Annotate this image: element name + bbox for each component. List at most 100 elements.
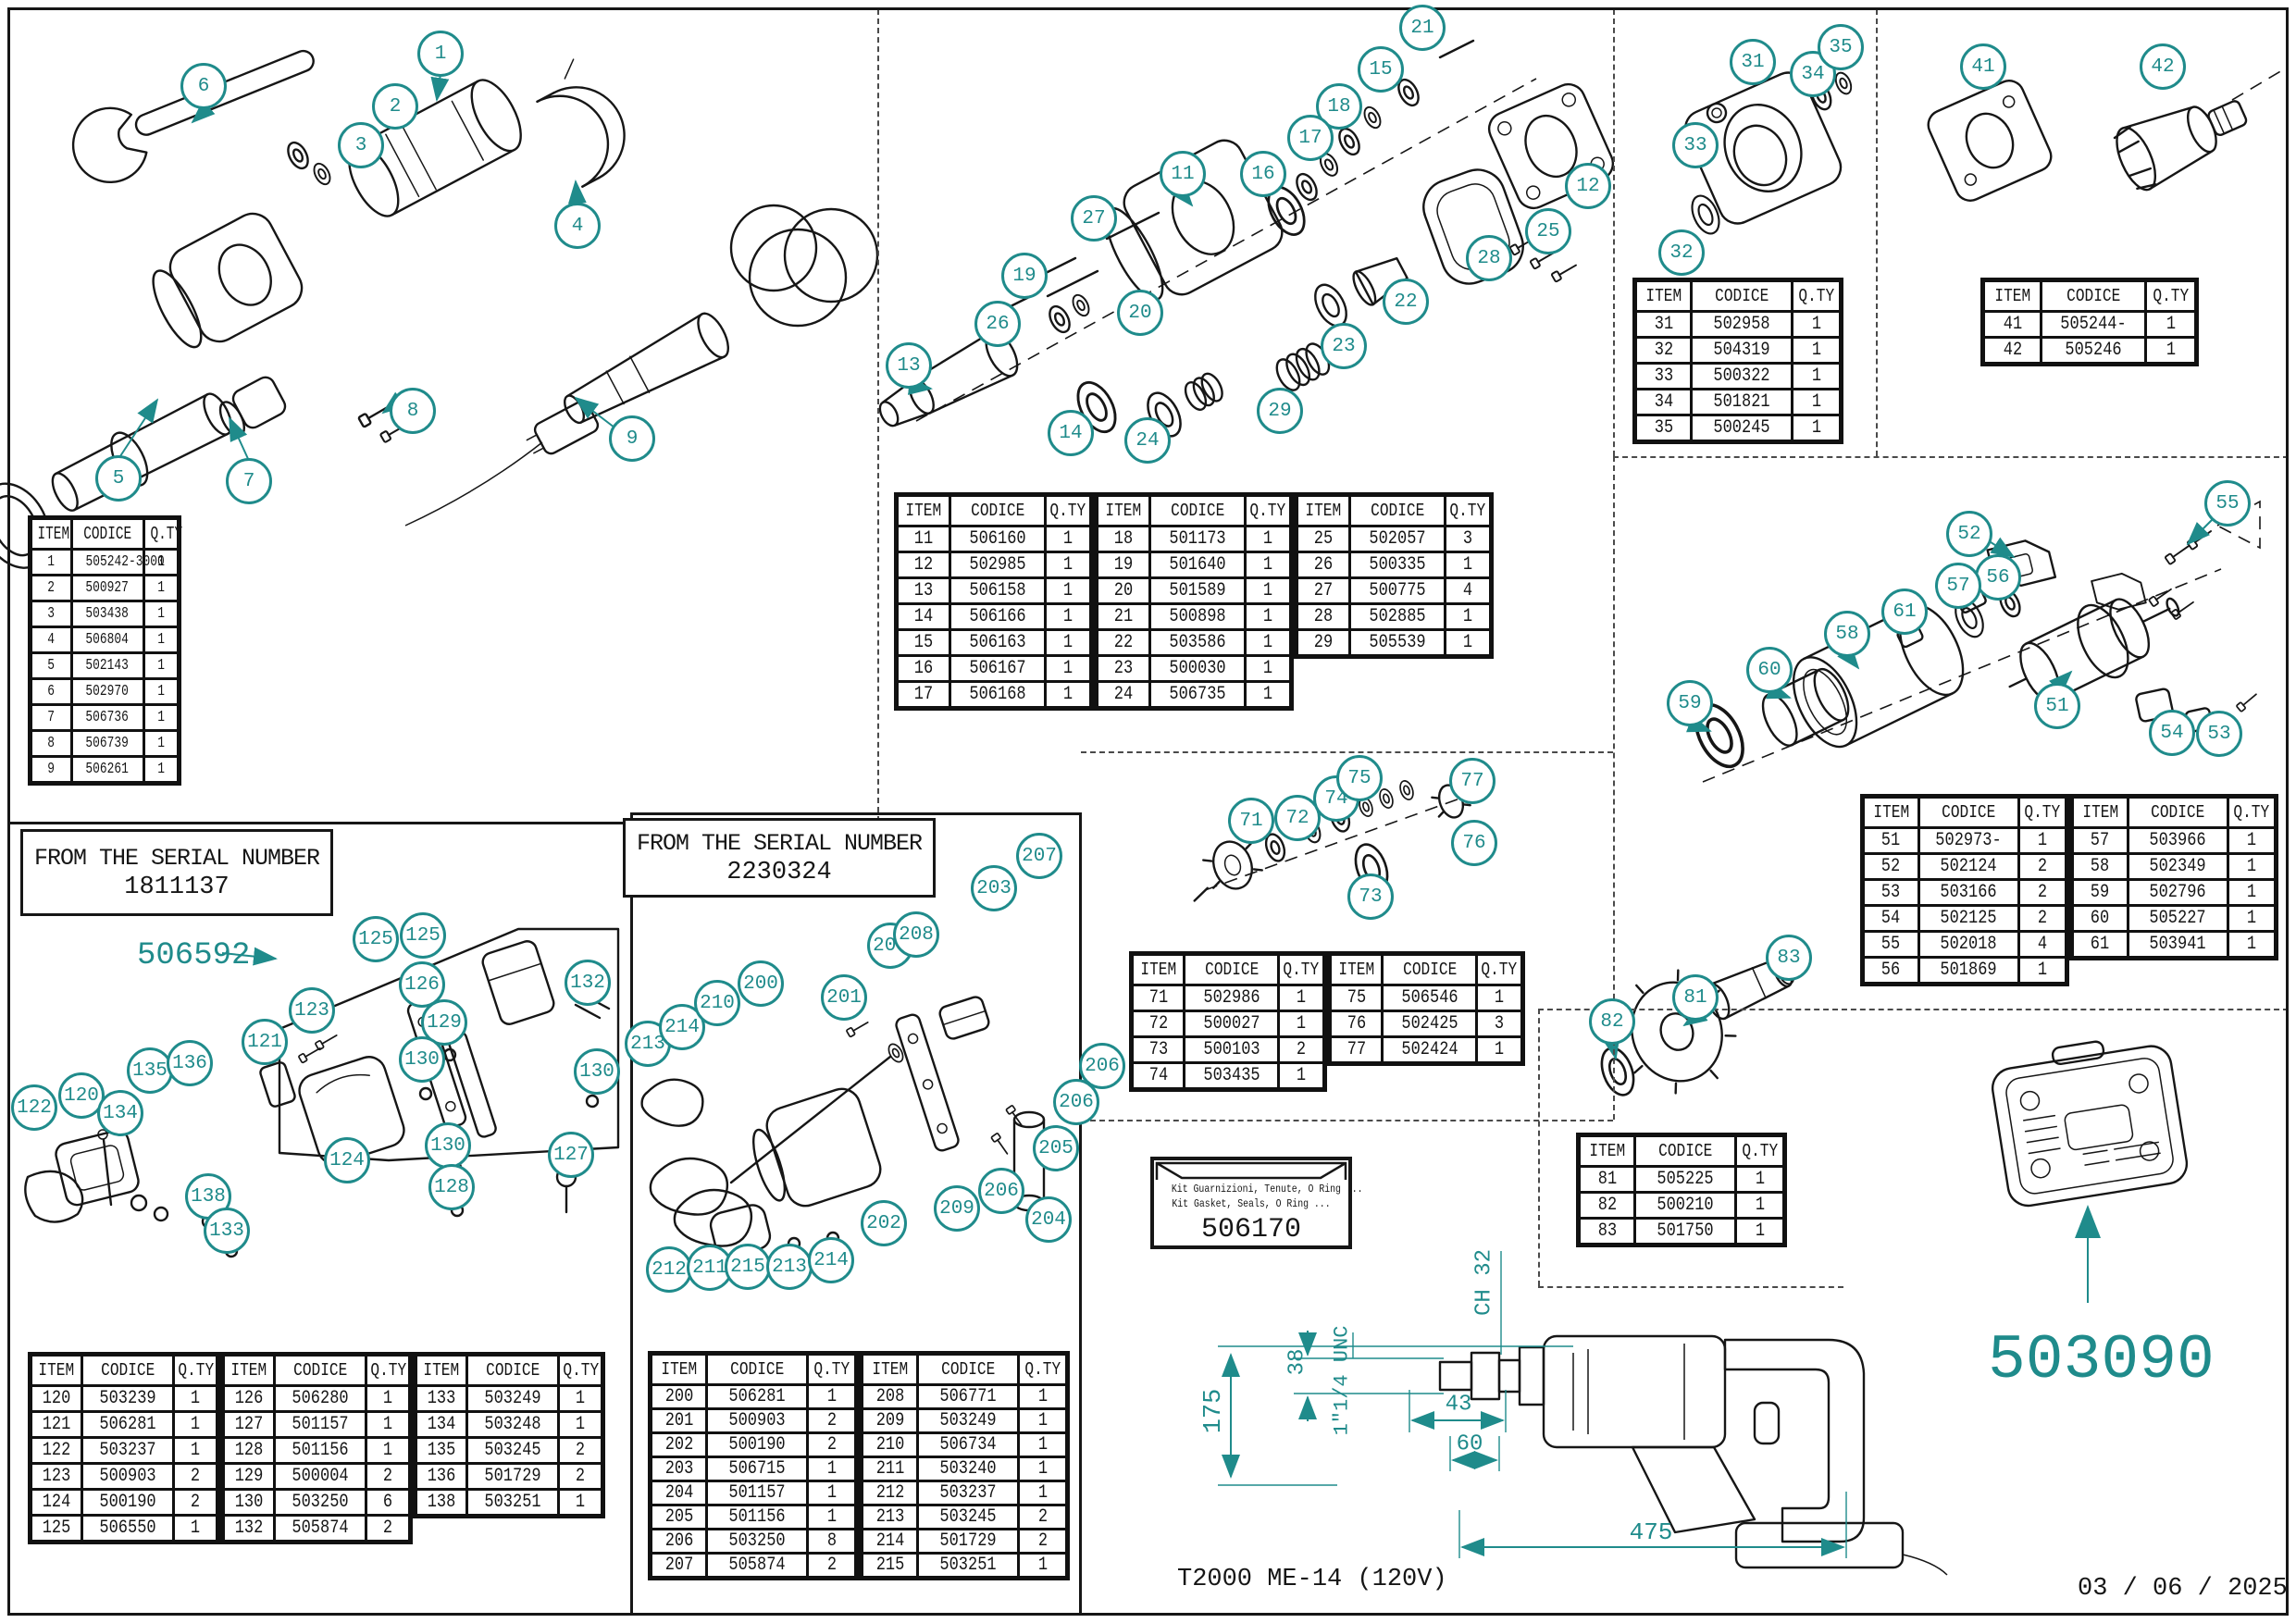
table-cell: 502125 [1919,907,2017,930]
column-header: Q.TY [174,1357,216,1384]
table-cell: 22 [1098,631,1148,654]
table-cell: 505244- [2042,313,2145,336]
table-cell: 123 [32,1465,81,1488]
column-header: CODICE [708,1356,807,1383]
callout-134: 134 [97,1090,143,1136]
callout-215: 215 [725,1244,771,1290]
callout-135: 135 [127,1047,173,1094]
table-cell: 502057 [1351,527,1444,551]
column-header: ITEM [899,497,949,525]
callout-136: 136 [167,1040,213,1086]
table-cell: 500322 [1693,365,1792,388]
divider [1538,1009,1540,1286]
table-cell: 1 [1793,313,1839,336]
column-header: Q.TY [144,520,182,548]
callout-124: 124 [324,1137,370,1183]
callout-121: 121 [242,1019,288,1065]
table-cell: 34 [1637,390,1691,414]
callout-22: 22 [1383,279,1429,325]
callout-15: 15 [1358,46,1404,93]
table-cell: 1 [1020,1482,1065,1504]
table-cell: 2 [174,1465,216,1488]
column-header: ITEM [863,1356,917,1383]
column-header: CODICE [1384,956,1476,984]
table-cell: 1 [809,1386,854,1407]
table-cell: 501729 [919,1530,1018,1552]
table-cell: 506736 [72,706,143,729]
table-cell: 23 [1098,657,1148,680]
table-cell: 1 [144,732,177,755]
table-cell: 2 [2019,855,2065,878]
table-cell: 17 [899,683,949,706]
table-cell: 27 [1298,579,1348,602]
table-cell: 1 [1047,657,1089,680]
divider [1081,751,1613,753]
column-header: ITEM [417,1357,465,1384]
callout-212: 212 [646,1246,692,1293]
table-cell: 214 [863,1530,917,1552]
table-cell: 506546 [1384,986,1476,1010]
divider [630,812,1081,815]
table-cell: 506281 [82,1413,172,1436]
table-cell: 200 [652,1386,706,1407]
table-cell: 1 [1020,1386,1065,1407]
table-cell: 2 [559,1465,601,1488]
column-header: CODICE [72,520,143,548]
table-cell: 505539 [1351,631,1444,654]
callout-41: 41 [1960,43,2006,90]
table-cell: 500898 [1151,605,1244,628]
table-cell: 503250 [275,1491,365,1514]
table-cell: 1 [809,1506,854,1528]
table-cell: 1 [559,1387,601,1410]
table-cell: 505227 [2128,907,2227,930]
table-cell: 1 [809,1482,854,1504]
table-cell: 1 [1020,1458,1065,1480]
table-cell: 2 [809,1434,854,1456]
callout-202: 202 [861,1200,907,1246]
table-cell: 502018 [1919,933,2017,956]
table-cell: 1 [2228,855,2274,878]
table-cell: 1 [1793,365,1839,388]
table-cell: 502958 [1693,313,1792,336]
callout-13: 13 [886,342,932,389]
table-cell: 1 [2228,829,2274,852]
table-cell: 1 [1737,1220,1782,1243]
column-header: CODICE [1185,956,1278,984]
table-cell: 503586 [1151,631,1244,654]
callout-24: 24 [1124,417,1171,464]
table-cell: 500927 [72,576,143,600]
table-cell: 502143 [72,654,143,677]
table-cell: 215 [863,1555,917,1576]
callout-128: 128 [428,1164,475,1210]
callout-58: 58 [1824,611,1870,657]
table-cell: 503251 [919,1555,1018,1576]
callout-23: 23 [1321,323,1367,369]
dim-43: 43 [1445,1392,1472,1418]
